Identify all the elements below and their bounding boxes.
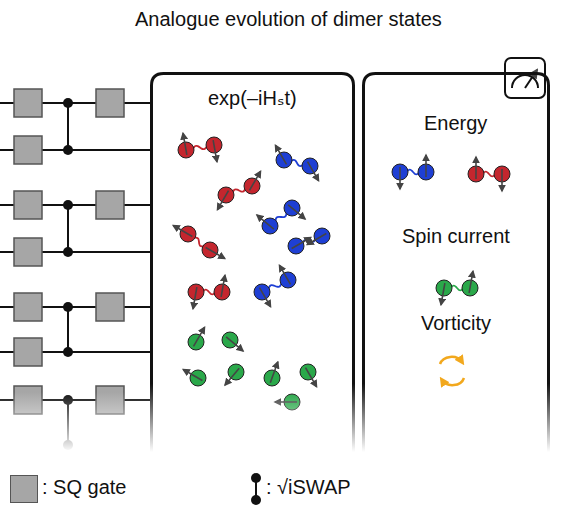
sq-gate — [14, 238, 42, 266]
measured-quantity: Energy — [424, 112, 487, 135]
vorticity-icon — [440, 357, 464, 385]
spin-arrow — [501, 169, 503, 191]
sq-gate — [14, 293, 42, 321]
spin-arrow — [270, 362, 278, 383]
dimer-illustration — [173, 133, 510, 410]
spin-arrow — [288, 205, 305, 219]
panel: EnergySpin currentVorticity — [362, 72, 550, 452]
spin-arrow — [260, 288, 271, 307]
sq-gate — [96, 89, 124, 117]
spin-arrow — [183, 133, 187, 155]
fade-out — [0, 392, 577, 452]
spin-arrow — [250, 171, 261, 190]
sqrt-iswap-symbol — [251, 473, 261, 505]
spin-arrow — [280, 265, 291, 284]
spin-arrow — [218, 191, 229, 210]
legend-swatch — [10, 475, 38, 503]
spin-arrow — [173, 226, 192, 237]
spin-arrow — [193, 287, 197, 309]
spin-arrow — [225, 368, 239, 385]
measured-quantity: Vorticity — [421, 312, 491, 335]
gate-dot — [63, 145, 73, 155]
spin-arrow — [292, 238, 311, 249]
panel: exp(–iHₛt) — [150, 72, 355, 452]
legend-label: : √iSWAP — [266, 476, 351, 499]
gate-dot — [63, 247, 73, 257]
spin-arrow — [469, 271, 473, 293]
spin-arrow — [226, 337, 243, 351]
spin-arrow — [399, 167, 401, 189]
spin-arrow — [183, 370, 202, 381]
sq-gate — [96, 293, 124, 321]
spin-arrow — [221, 275, 225, 297]
spin-arrow — [425, 155, 427, 177]
figure-title: Analogue evolution of dimer states — [135, 8, 442, 31]
spin-arrow — [257, 215, 274, 229]
gate-link — [67, 307, 69, 352]
sq-gate — [14, 136, 42, 164]
spin-arrow — [308, 162, 319, 181]
gate-dot — [63, 302, 73, 312]
spin-arrow — [441, 283, 445, 305]
measured-quantity: Spin current — [402, 225, 510, 248]
spin-arrow — [213, 140, 217, 162]
gate-dot — [63, 347, 73, 357]
legend-label: : SQ gate — [42, 476, 127, 499]
sq-gate — [14, 191, 42, 219]
sq-gate — [14, 89, 42, 117]
gate-dot — [63, 200, 73, 210]
gate-dot — [63, 98, 73, 108]
sq-gate — [96, 191, 124, 219]
spin-arrow — [475, 157, 477, 179]
spin-arrow — [306, 368, 317, 387]
spin-arrow — [307, 234, 326, 245]
gate-link — [67, 205, 69, 252]
spin-arrow — [206, 248, 225, 259]
spin-arrow — [276, 145, 287, 164]
meter-icon — [505, 58, 545, 98]
spin-arrow — [194, 327, 205, 346]
gate-link — [67, 103, 69, 150]
evolution-operator: exp(–iHₛt) — [208, 86, 297, 110]
panel-outline — [150, 72, 355, 452]
sq-gate — [14, 338, 42, 366]
